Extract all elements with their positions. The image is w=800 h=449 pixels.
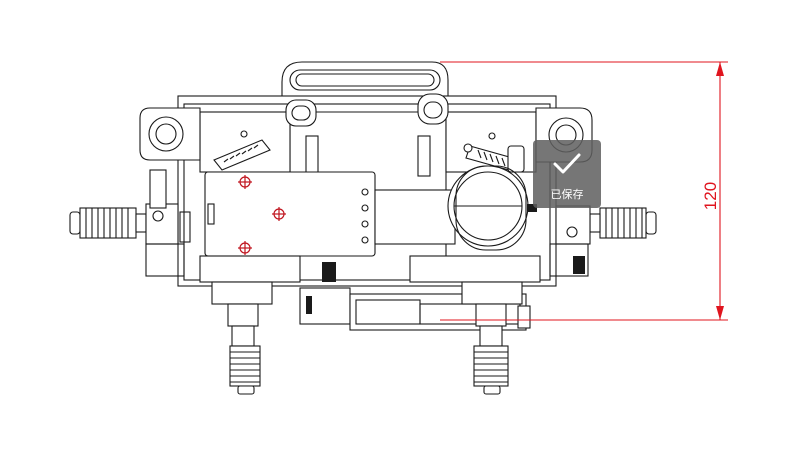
saved-toast: 已保存 bbox=[533, 140, 601, 208]
reference-marks bbox=[238, 175, 286, 255]
round-housing bbox=[447, 165, 537, 251]
toast-message: 已保存 bbox=[550, 188, 584, 201]
dimension-120: 120 bbox=[440, 61, 728, 321]
bottom-left-micrometer bbox=[211, 281, 273, 395]
left-spring bbox=[213, 130, 271, 171]
dimension-label: 120 bbox=[701, 182, 720, 210]
left-ear bbox=[139, 107, 201, 161]
checkmark-icon bbox=[553, 153, 581, 174]
center-plate bbox=[179, 171, 456, 257]
left-micrometer bbox=[69, 169, 185, 277]
right-spring bbox=[463, 132, 525, 173]
right-micrometer bbox=[549, 205, 657, 277]
bottom-right-micrometer bbox=[461, 281, 523, 395]
